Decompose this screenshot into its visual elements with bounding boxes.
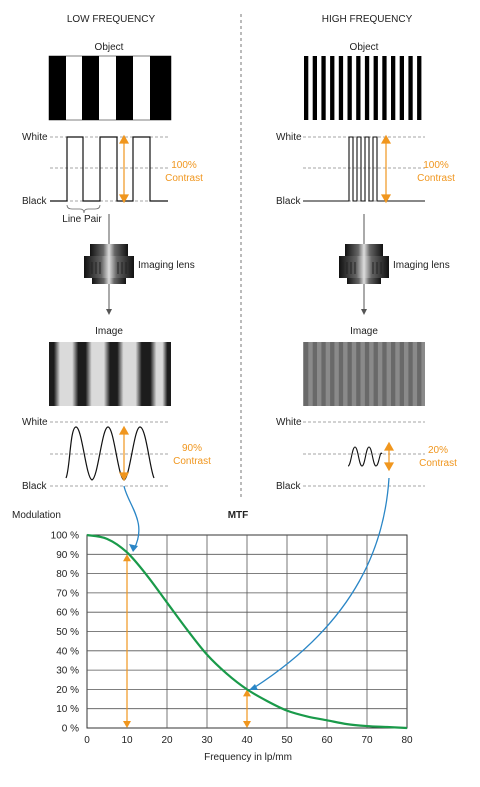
high-image-label: Image <box>350 326 378 337</box>
y-tick-label: 40 % <box>56 646 79 657</box>
line-pair-bracket <box>66 204 101 214</box>
low-image-white-label: White <box>22 417 48 428</box>
high-image-sine-wave <box>347 446 383 467</box>
low-imaging-lens-icon <box>84 244 134 284</box>
high-square-wave <box>303 136 425 202</box>
high-object-reference-lines <box>303 136 425 202</box>
high-object-label: Object <box>350 42 379 53</box>
x-tick-label: 0 <box>84 735 90 746</box>
low-image-label: Image <box>95 326 123 337</box>
high-frequency-heading: HIGH FREQUENCY <box>322 14 413 25</box>
modulation-marker-arrow <box>123 554 131 728</box>
low-object-label: Object <box>95 42 124 53</box>
low-image-sine-wave <box>65 426 155 481</box>
high-imaging-lens-icon <box>339 244 389 284</box>
high-image-black-label: Black <box>276 481 301 492</box>
y-tick-label: 100 % <box>51 531 79 542</box>
x-tick-label: 80 <box>401 735 413 746</box>
mtf-curve <box>86 533 408 730</box>
chart-tick-labels: 0 10 20 30 40 50 60 70 80 0 % 10 % 20 % 30 % 40 % 50 %… <box>51 531 413 747</box>
chart-title: MTF <box>228 510 249 521</box>
low-object-reference-lines <box>50 136 170 202</box>
low-image-contrast-value: 90% <box>182 443 202 454</box>
y-tick-label: 30 % <box>56 666 79 677</box>
modulation-marker-arrow <box>243 689 251 728</box>
low-white-label: White <box>22 132 48 143</box>
high-image-contrast-arrow <box>383 441 395 472</box>
chart-markers <box>123 554 251 728</box>
x-tick-label: 10 <box>121 735 133 746</box>
high-object-contrast-arrow <box>380 134 392 204</box>
x-tick-label: 40 <box>241 735 253 746</box>
low-square-wave <box>50 136 168 202</box>
low-object-contrast-word: Contrast <box>165 173 203 184</box>
high-image-contrast-value: 20% <box>428 445 448 456</box>
y-tick-label: 70 % <box>56 588 79 599</box>
high-white-label: White <box>276 132 302 143</box>
low-image-reference-lines <box>50 421 170 487</box>
high-imaging-lens-label: Imaging lens <box>393 260 450 271</box>
high-image-contrast-word: Contrast <box>419 458 457 469</box>
high-image-white-label: White <box>276 417 302 428</box>
low-object-contrast-arrow <box>118 134 130 204</box>
low-black-label: Black <box>22 196 47 207</box>
x-tick-label: 30 <box>201 735 213 746</box>
low-object-contrast-value: 100% <box>171 160 197 171</box>
y-tick-label: 0 % <box>62 724 79 735</box>
y-tick-label: 80 % <box>56 569 79 580</box>
low-image-contrast-word: Contrast <box>173 456 211 467</box>
x-tick-label: 60 <box>321 735 333 746</box>
high-blurred-image <box>303 342 425 406</box>
high-black-label: Black <box>276 196 301 207</box>
low-image-black-label: Black <box>22 481 47 492</box>
chart-ylabel: Modulation <box>12 510 61 521</box>
y-tick-label: 60 % <box>56 608 79 619</box>
low-object-bars <box>48 55 172 121</box>
high-object-bars <box>303 56 425 120</box>
high-image-reference-lines <box>303 421 425 487</box>
low-imaging-lens-label: Imaging lens <box>138 260 195 271</box>
high-object-contrast-word: Contrast <box>417 173 455 184</box>
high-contrast-pointer-arrow <box>249 477 390 690</box>
chart-xlabel: Frequency in lp/mm <box>204 752 292 763</box>
x-tick-label: 70 <box>361 735 373 746</box>
low-contrast-pointer-arrow <box>123 485 140 552</box>
low-image-contrast-arrow <box>118 425 130 482</box>
line-pair-label: Line Pair <box>62 214 102 225</box>
y-tick-label: 20 % <box>56 685 79 696</box>
x-tick-label: 20 <box>161 735 173 746</box>
y-tick-label: 90 % <box>56 550 79 561</box>
high-object-contrast-value: 100% <box>423 160 449 171</box>
low-blurred-image <box>49 342 171 406</box>
x-tick-label: 50 <box>281 735 293 746</box>
y-tick-label: 10 % <box>56 704 79 715</box>
low-frequency-heading: LOW FREQUENCY <box>67 14 156 25</box>
y-tick-label: 50 % <box>56 627 79 638</box>
